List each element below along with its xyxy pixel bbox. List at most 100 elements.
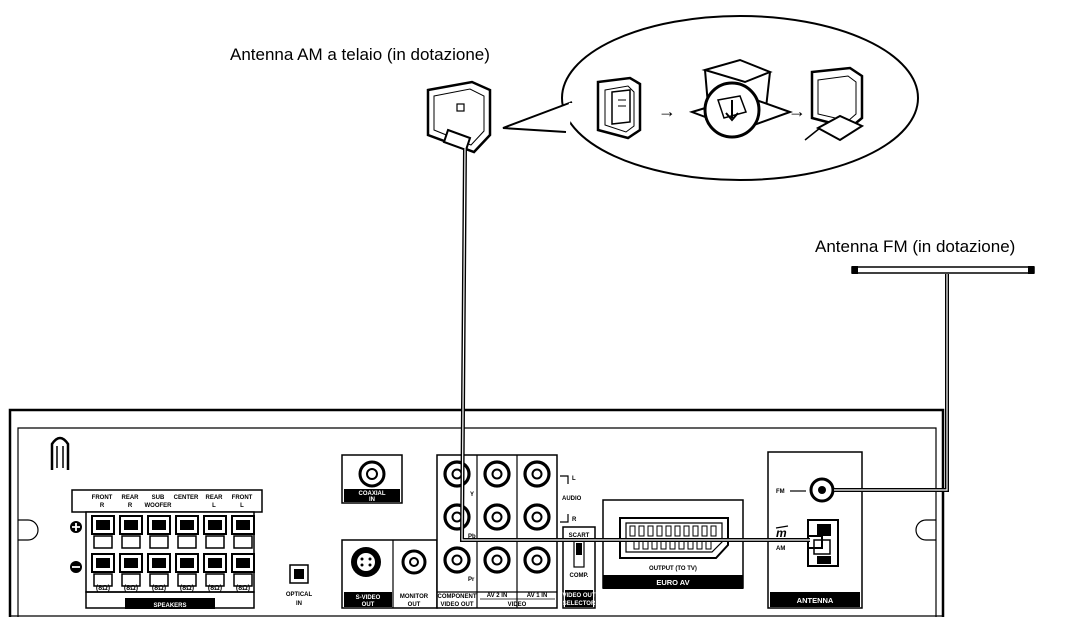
scart-pin	[683, 525, 690, 537]
speaker-clip-hole	[96, 520, 110, 530]
speaker-ohm-label: (8Ω)	[152, 585, 166, 592]
assembly-step-3-icon	[804, 66, 865, 142]
am-cable-end	[808, 535, 823, 549]
coaxial-label: COAXIAL	[359, 491, 386, 497]
speaker-clip-hole	[208, 520, 222, 530]
speaker-top-label: CENTER	[174, 495, 199, 501]
am-loop-antenna	[426, 80, 492, 154]
selector-label: VIDEO OUT	[562, 593, 595, 599]
antenna-terminal: FM m AM ANTENNA	[767, 451, 863, 609]
rca-jack	[483, 503, 511, 531]
speaker-ohm-label: (8Ω)	[208, 585, 222, 592]
rca-jack-pin	[531, 554, 543, 566]
component-label-out: VIDEO OUT	[440, 602, 473, 608]
rca-jack-pin	[451, 511, 463, 523]
optical-in-jack: OPTICAL IN	[286, 564, 313, 607]
speaker-clip-base	[205, 535, 225, 549]
scart-pin	[701, 525, 708, 537]
rca-jack	[483, 546, 511, 574]
speaker-bottom-label: R	[128, 503, 133, 509]
speaker-bottom-label: L	[240, 503, 244, 509]
speaker-clip-hole	[236, 520, 250, 530]
rca-jack	[443, 503, 471, 531]
fm-antenna	[851, 266, 1035, 274]
scart-pin	[710, 525, 717, 537]
speaker-ohm-label: (8Ω)	[124, 585, 138, 592]
speaker-top-label: REAR	[205, 495, 223, 501]
speaker-clip-base	[149, 573, 169, 587]
assembly-step-1-icon	[596, 76, 642, 140]
speaker-clip-hole	[96, 558, 110, 568]
speaker-clip-hole	[208, 558, 222, 568]
speaker-clip-hole	[180, 520, 194, 530]
speaker-bottom-label: WOOFER	[145, 503, 173, 509]
component-label: COMPONENT	[438, 594, 477, 600]
comp-label: COMP.	[570, 573, 589, 579]
speaker-ohm-label: (8Ω)	[96, 585, 110, 592]
fm-antenna-cable-inner	[834, 274, 948, 491]
svideo-jack	[351, 547, 381, 577]
speaker-terminal-4: CENTER (8Ω)	[174, 495, 199, 592]
speaker-terminal-5: REAR L (8Ω)	[203, 495, 227, 592]
receiver-back-panel	[8, 408, 945, 617]
monitor-label-out: OUT	[408, 602, 421, 608]
fm-label: FM	[776, 489, 785, 495]
fm-antenna-caption: Antenna FM (in dotazione)	[815, 237, 1015, 256]
rca-jack-pin	[491, 554, 503, 566]
speaker-ohm-label: (8Ω)	[180, 585, 194, 592]
speaker-top-label: REAR	[121, 495, 139, 501]
coaxial-label-in: IN	[369, 497, 375, 503]
am-antenna-caption: Antenna AM a telaio (in dotazione)	[230, 45, 490, 64]
arrow-icon-2: →	[788, 101, 806, 121]
scart-pin	[656, 525, 663, 537]
y-label: Y	[470, 492, 474, 498]
euro-av-label: EURO AV	[656, 578, 689, 587]
scart-pin	[647, 525, 654, 537]
speaker-clip-base	[177, 535, 197, 549]
speaker-clip-hole	[152, 558, 166, 568]
speakers-label: SPEAKERS	[153, 603, 186, 609]
am-label: AM	[776, 546, 785, 552]
minus-icon	[70, 561, 82, 573]
speaker-clip-base	[233, 535, 253, 549]
rca-jack	[443, 546, 471, 574]
rca-jack-pin	[491, 511, 503, 523]
scart-output-label: OUTPUT (TO TV)	[649, 566, 697, 572]
scart-pin	[665, 525, 672, 537]
scart-label: SCART	[569, 533, 590, 539]
assembly-step-2-icon	[688, 58, 793, 139]
scart-pin	[638, 525, 645, 537]
monitor-out-jack	[401, 549, 427, 575]
rca-jack	[523, 460, 551, 488]
speaker-clip-base	[205, 573, 225, 587]
plus-icon	[70, 521, 82, 533]
speaker-terminal-2: REAR R (8Ω)	[119, 495, 143, 592]
pb-label: Pb	[468, 534, 476, 540]
speaker-clip-hole	[152, 520, 166, 530]
speaker-clip-hole	[124, 520, 138, 530]
selector-label-2: SELECTOR	[563, 601, 596, 607]
scart-pin	[674, 525, 681, 537]
svideo-label-out: OUT	[362, 602, 375, 608]
speaker-top-label: FRONT	[92, 495, 113, 501]
speaker-bottom-label: L	[212, 503, 216, 509]
speaker-clip-hole	[124, 558, 138, 568]
coaxial-in-jack: COAXIAL IN	[341, 454, 403, 504]
audio-r-label: R	[572, 517, 577, 523]
video-out-group: S-VIDEO OUT MONITOR OUT	[341, 539, 438, 609]
optical-label: OPTICAL	[286, 592, 313, 598]
audio-l-label: L	[572, 476, 576, 482]
rca-jack-pin	[531, 468, 543, 480]
antenna-label: ANTENNA	[797, 596, 834, 605]
rca-jack-pin	[491, 468, 503, 480]
rca-jack	[483, 460, 511, 488]
svideo-label: S-VIDEO	[356, 595, 381, 601]
optical-label-in: IN	[296, 601, 302, 607]
pr-label: Pr	[468, 577, 475, 583]
speaker-clip-base	[121, 535, 141, 549]
speaker-clip-base	[93, 535, 113, 549]
